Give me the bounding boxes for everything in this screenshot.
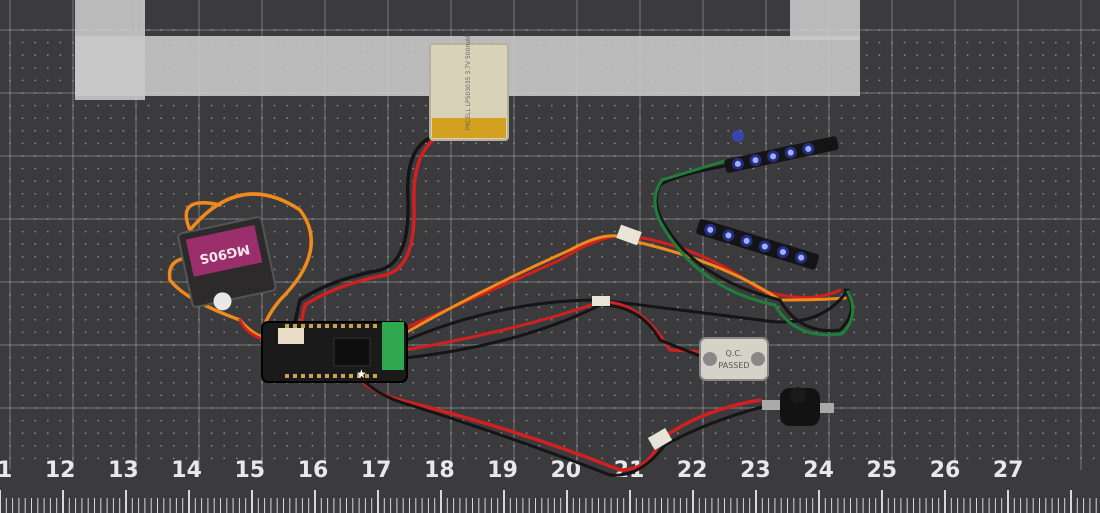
servo-signal-wire	[184, 192, 313, 360]
sensor-module: Q.C. PASSED	[699, 337, 769, 381]
led-strip-bottom-body	[696, 219, 819, 270]
led-green-wire	[653, 158, 855, 337]
switch-knob	[790, 387, 806, 403]
ruler-number: 23	[740, 458, 771, 483]
battery-body	[429, 43, 509, 141]
wire-connector-2	[647, 427, 673, 451]
battery-protection-tape	[432, 118, 506, 138]
servo-label-plate	[185, 225, 263, 277]
sensor-label-top: Q.C.	[726, 349, 743, 358]
star-logo: ★	[356, 367, 367, 381]
ruler-number: 13	[108, 458, 139, 483]
mat-light-strip-left	[75, 0, 145, 100]
bottom-black-wire	[343, 358, 772, 477]
header-pins	[285, 324, 377, 378]
servo-horn	[213, 292, 232, 311]
battery-label: PKCELL LP503035 3.7V 500mAh	[465, 34, 472, 131]
led-strip-top	[724, 136, 839, 173]
sensor-mount-right	[751, 352, 765, 366]
led-strip-top-body	[724, 136, 839, 173]
wire-connector-3	[592, 296, 610, 306]
mat-light-strip-right	[790, 0, 860, 40]
servo-motor: MG90S	[177, 216, 277, 311]
ruler-number: 18	[424, 458, 455, 483]
screw-terminal	[382, 322, 404, 370]
ruler-number: 24	[803, 458, 834, 483]
ruler-number: 15	[234, 458, 265, 483]
board-black-wire-1	[400, 288, 850, 344]
connector-block	[333, 337, 371, 367]
ruler-number: 26	[930, 458, 961, 483]
ruler-number: 11	[0, 458, 12, 483]
power-switch	[762, 387, 834, 426]
battery-red-wire	[296, 136, 438, 339]
led-strip-bottom	[696, 219, 819, 270]
sensor-label-bottom: PASSED	[718, 361, 749, 370]
ruler-number: 16	[298, 458, 329, 483]
ruler-number: 17	[361, 458, 392, 483]
wires	[167, 136, 855, 477]
lipo-battery: PKCELL LP503035 3.7V 500mAh	[429, 34, 509, 141]
mat-ruler: 1112131415161718192021222324252627	[0, 458, 1097, 513]
switch-body	[780, 388, 820, 426]
ruler-number: 25	[866, 458, 897, 483]
board-red-wire-2	[403, 300, 707, 354]
ruler-number: 12	[45, 458, 76, 483]
led-black-wire	[654, 163, 853, 333]
ruler-number: 27	[993, 458, 1024, 483]
sensor-mount-left	[703, 352, 717, 366]
sensor-body	[699, 337, 769, 381]
board-black-wire-2	[403, 303, 707, 360]
ruler-number: 22	[677, 458, 708, 483]
led-single	[732, 130, 744, 142]
switch-lug-right	[820, 403, 834, 413]
wire-connector-1	[616, 224, 642, 246]
ruler-number: 14	[171, 458, 202, 483]
microcontroller-board: ★	[261, 321, 408, 383]
battery-black-wire	[290, 136, 432, 337]
ruler-number: 19	[487, 458, 518, 483]
switch-lug-left	[762, 400, 780, 410]
jst-connector	[278, 328, 304, 344]
